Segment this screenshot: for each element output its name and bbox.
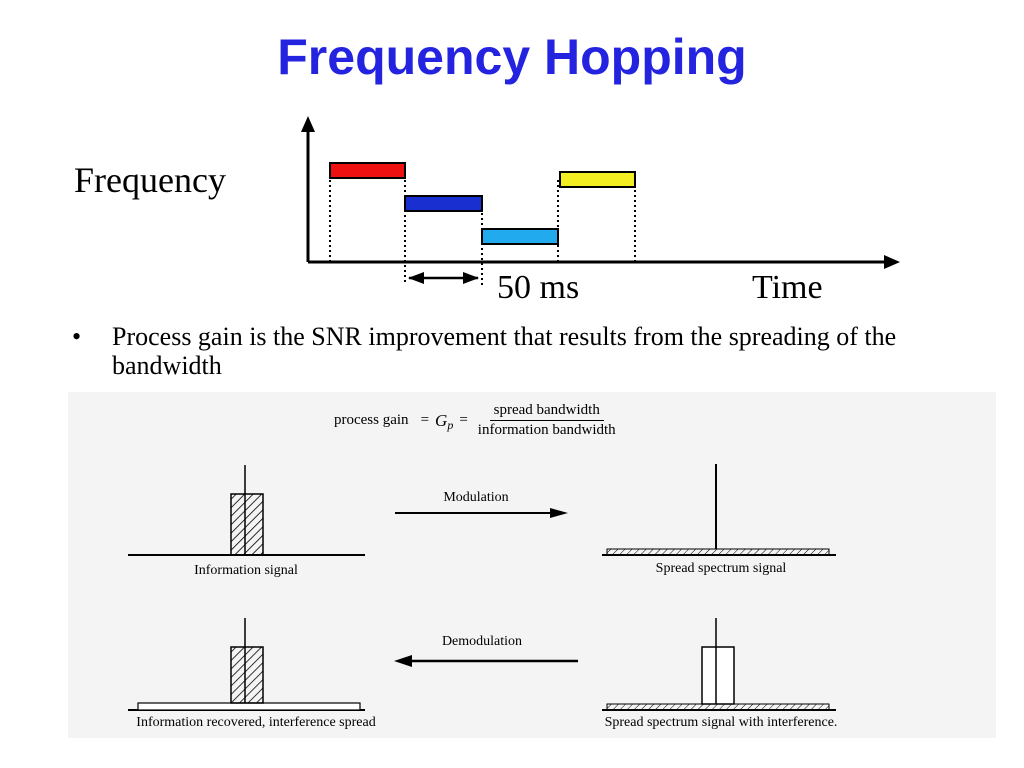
- interference-block: [701, 646, 735, 705]
- x-axis-label: Time: [752, 269, 823, 306]
- hop-bar-4: [559, 171, 636, 188]
- recovered-signal-block: [230, 646, 264, 704]
- spread-signal-band: [606, 548, 830, 556]
- interval-arrowhead-right: [463, 272, 479, 284]
- x-axis-arrowhead: [884, 255, 900, 269]
- hop-bar-1: [329, 162, 406, 179]
- slide-title: Frequency Hopping: [277, 29, 747, 85]
- label-demodulation: Demodulation: [442, 634, 522, 649]
- y-axis-label: Frequency: [74, 160, 226, 200]
- label-modulation: Modulation: [443, 490, 508, 505]
- formula-symbol: G: [435, 410, 448, 430]
- formula-equals-2: =: [459, 412, 468, 428]
- label-information-signal: Information signal: [194, 563, 298, 578]
- demodulation-arrowhead: [394, 655, 412, 667]
- bullet-text: Process gain is the SNR improvement that…: [112, 322, 897, 380]
- modulation-arrowhead: [550, 508, 568, 518]
- label-spread-spectrum-signal: Spread spectrum signal: [656, 561, 787, 576]
- bullet-marker: •: [72, 322, 82, 351]
- formula-lhs: process gain: [334, 412, 409, 428]
- formula-subscript: p: [447, 418, 454, 432]
- interval-arrowhead-left: [408, 272, 424, 284]
- label-recovered: Information recovered, interference spre…: [136, 715, 375, 730]
- info-signal-block: [230, 493, 264, 556]
- formula-numerator: spread bandwidth: [489, 402, 604, 421]
- formula-equals: =: [420, 412, 430, 428]
- interference-band: [137, 702, 361, 711]
- label-spread-with-interference: Spread spectrum signal with interference…: [605, 715, 838, 730]
- spectrum-panel-background: [68, 392, 996, 738]
- spread-signal-band: [606, 703, 830, 711]
- hop-bar-3: [481, 228, 559, 245]
- interval-label: 50 ms: [497, 269, 579, 306]
- hop-bar-2: [404, 195, 483, 212]
- formula-fraction: spread bandwidth information bandwidth: [474, 402, 620, 439]
- formula-denominator: information bandwidth: [477, 422, 616, 438]
- y-axis-arrowhead: [301, 116, 315, 132]
